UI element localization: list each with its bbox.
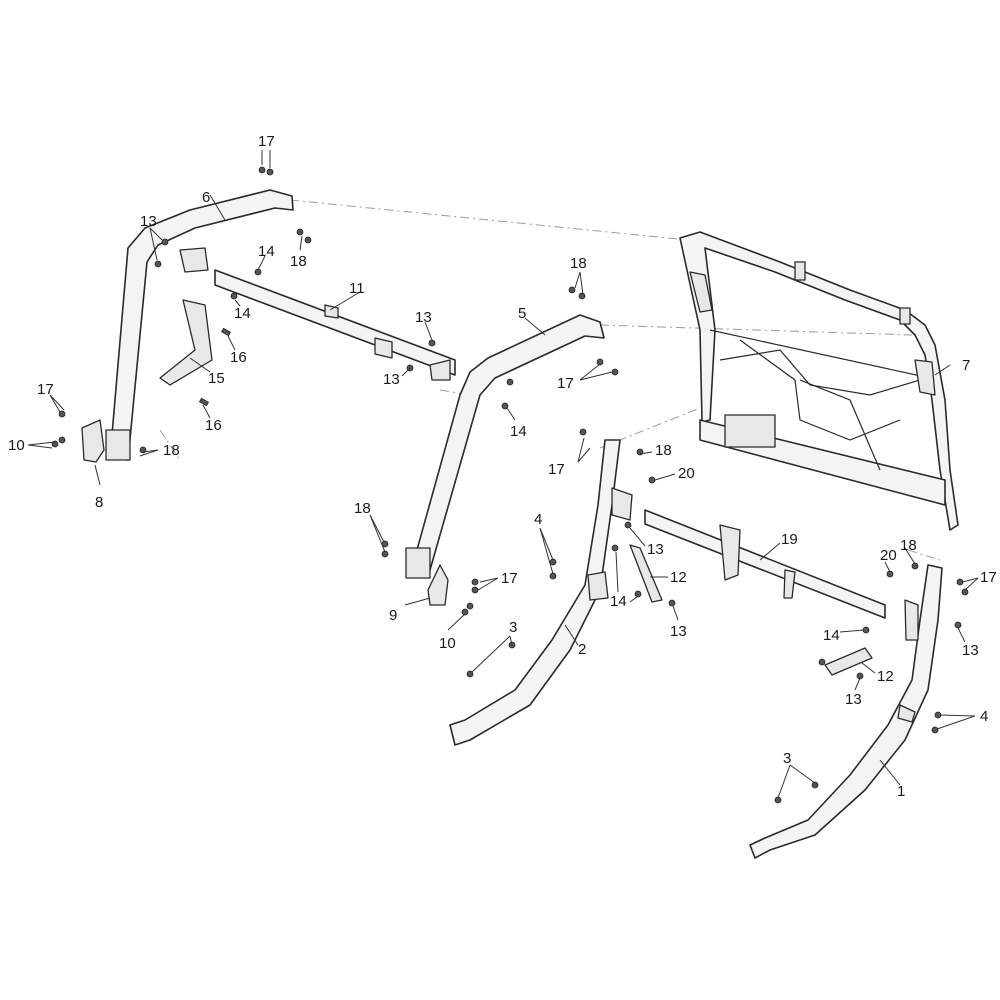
callout-10: 10 <box>8 437 25 454</box>
callout-14: 14 <box>510 423 527 440</box>
callout-13: 13 <box>962 642 979 659</box>
screw-part-16 <box>198 327 232 407</box>
callout-20: 20 <box>880 547 897 564</box>
callout-13: 13 <box>383 371 400 388</box>
brace-part-12-lower <box>824 647 873 676</box>
callout-17: 17 <box>37 381 54 398</box>
callout-13: 13 <box>140 213 157 230</box>
leader-lines <box>27 150 979 799</box>
rear-cross-tube-part-19 <box>644 509 886 619</box>
callout-10: 10 <box>439 635 456 652</box>
callout-6: 6 <box>202 189 210 206</box>
callout-11: 11 <box>349 280 365 297</box>
callout-18: 18 <box>570 255 587 272</box>
callout-12: 12 <box>670 569 687 586</box>
callout-13: 13 <box>415 309 432 326</box>
callout-16: 16 <box>230 349 247 366</box>
right-side-rail-part-1 <box>749 564 943 859</box>
callout-15: 15 <box>208 370 225 387</box>
callout-17: 17 <box>557 375 574 392</box>
callout-1: 1 <box>897 783 905 800</box>
callout-9: 9 <box>389 607 397 624</box>
callout-19: 19 <box>781 531 798 548</box>
left-side-rail-part-2 <box>449 439 633 746</box>
alignment-lines <box>159 199 941 561</box>
callout-14: 14 <box>610 593 627 610</box>
callout-13: 13 <box>670 623 687 640</box>
rear-frame-part-7 <box>679 231 959 531</box>
brace-part-12-upper <box>629 544 663 603</box>
callout-4: 4 <box>980 708 988 725</box>
callout-14: 14 <box>258 243 275 260</box>
front-cross-tube-part-11 <box>214 269 456 381</box>
right-front-hoop-part-5 <box>405 314 605 579</box>
callout-17: 17 <box>501 570 518 587</box>
callout-3: 3 <box>783 750 791 767</box>
callout-17: 17 <box>548 461 565 478</box>
callout-labels: 17 6 13 14 18 11 14 13 16 13 15 17 16 10… <box>8 133 997 800</box>
callout-17: 17 <box>258 133 275 150</box>
callout-12: 12 <box>877 668 894 685</box>
callout-8: 8 <box>95 494 103 511</box>
hardware-fasteners <box>51 166 969 804</box>
callout-16: 16 <box>205 417 222 434</box>
callout-7: 7 <box>962 357 970 374</box>
callout-13: 13 <box>647 541 664 558</box>
callout-14: 14 <box>234 305 251 322</box>
callout-18: 18 <box>290 253 307 270</box>
callout-2: 2 <box>578 641 586 658</box>
callout-3: 3 <box>509 619 517 636</box>
callout-18: 18 <box>354 500 371 517</box>
gusset-part-15 <box>159 299 213 386</box>
callout-18: 18 <box>900 537 917 554</box>
callout-5: 5 <box>518 305 526 322</box>
mount-bracket-part-9 <box>427 564 449 606</box>
callout-18: 18 <box>163 442 180 459</box>
callout-17: 17 <box>980 569 997 586</box>
callout-13: 13 <box>845 691 862 708</box>
callout-4: 4 <box>534 511 542 528</box>
mount-bracket-part-8 <box>81 419 105 463</box>
callout-20: 20 <box>678 465 695 482</box>
callout-18: 18 <box>655 442 672 459</box>
callout-14: 14 <box>823 627 840 644</box>
left-front-hoop-part-6 <box>105 189 294 461</box>
